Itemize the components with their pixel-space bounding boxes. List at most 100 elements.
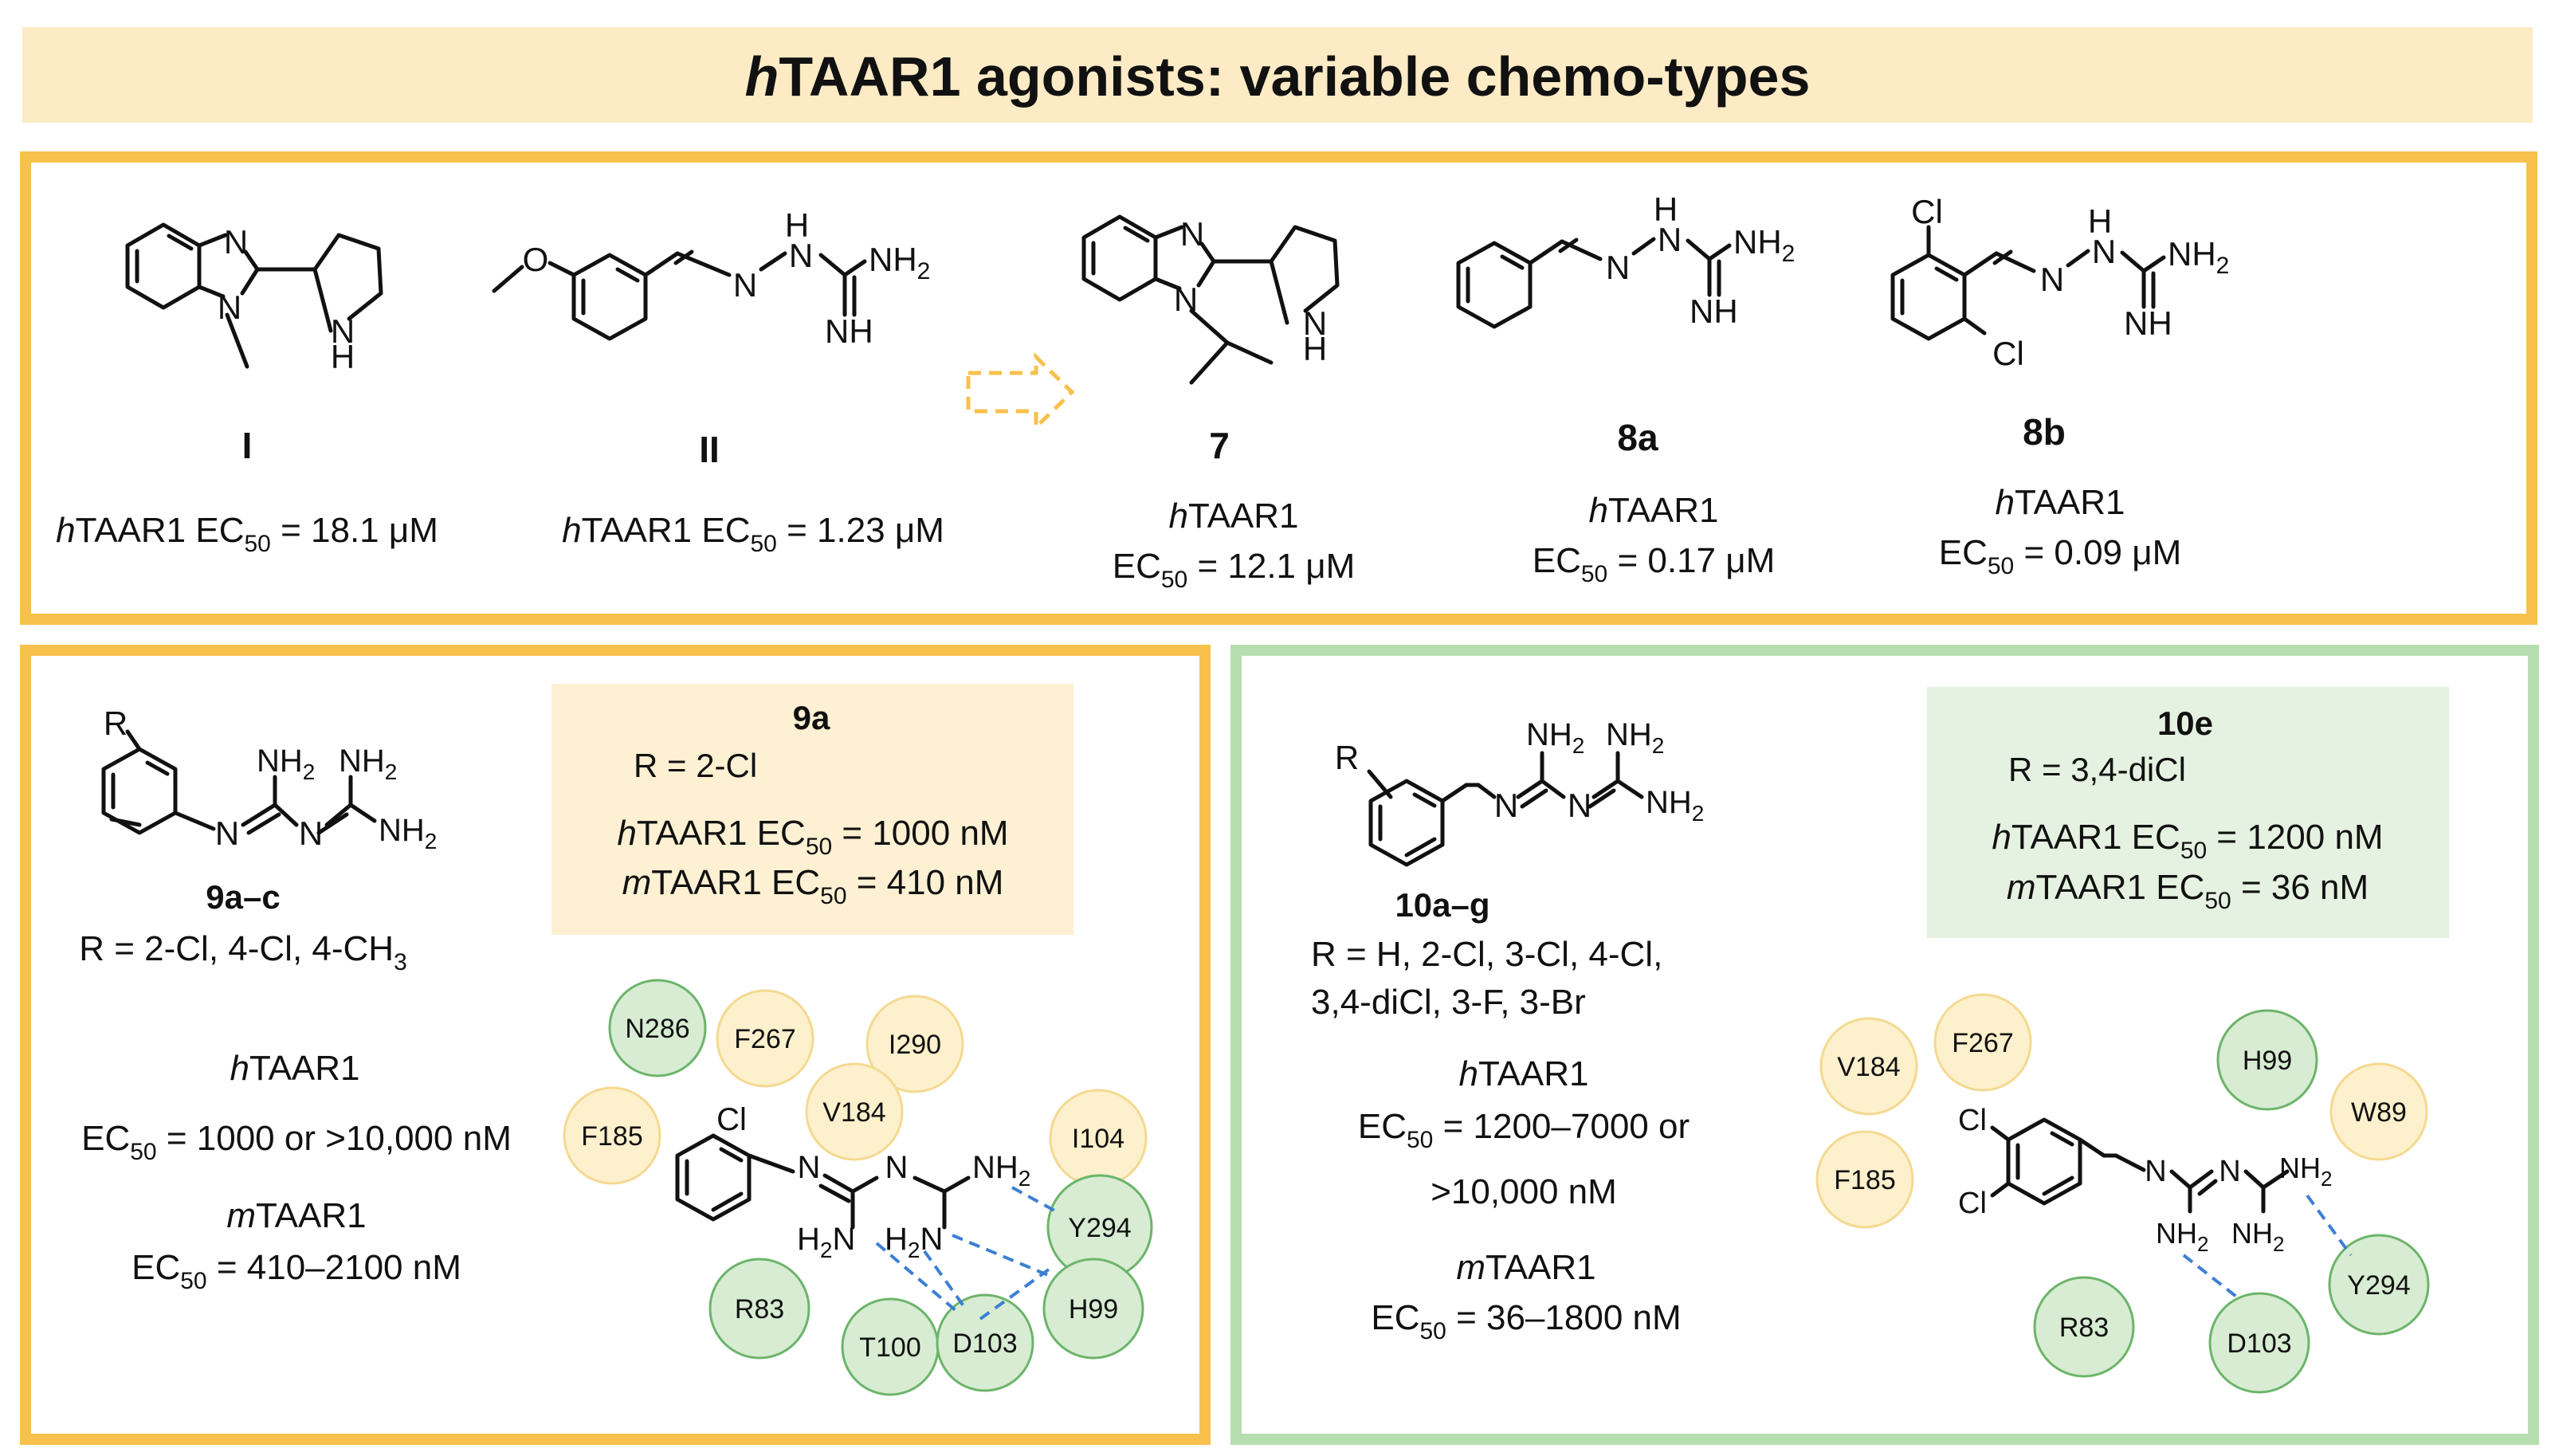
- atom-NH2: NH2: [379, 813, 437, 854]
- series-9-h-head: hTAAR1: [230, 1049, 359, 1088]
- note-box-9a: [551, 684, 1073, 935]
- structure-compound-7: [1081, 214, 1340, 385]
- atom-N: N: [1174, 281, 1198, 318]
- atom-H2N: H2N: [797, 1222, 855, 1262]
- residue-label: Y294: [1068, 1213, 1131, 1243]
- series-10-m-head: mTAAR1: [1456, 1248, 1595, 1287]
- residue-circle: [2216, 1009, 2318, 1111]
- atom-NH2: NH2: [257, 744, 315, 784]
- residue-label: F267: [734, 1024, 796, 1054]
- series-9-m-head: mTAAR1: [226, 1196, 366, 1235]
- atom-H: H: [1654, 190, 1678, 228]
- atom-N: N: [1568, 787, 1591, 824]
- right-panel-border: [1230, 645, 2539, 1445]
- residue-circle: [563, 1086, 661, 1185]
- residue-label: R83: [2059, 1313, 2109, 1343]
- residue-circle: [2329, 1062, 2428, 1161]
- residue-label: D103: [952, 1328, 1017, 1359]
- page-title: hTAAR1 agonists: variable chemo-types: [745, 45, 1811, 108]
- atom-N: N: [2092, 233, 2116, 270]
- residue-label: I104: [1072, 1124, 1124, 1154]
- atom-N: N: [2145, 1155, 2166, 1188]
- residue-circle: [708, 1258, 810, 1360]
- arrow-icon: [966, 352, 1075, 432]
- series-9-h-value: EC50 = 1000 or >10,000 nM: [81, 1119, 512, 1165]
- structure-compound-8b: [1890, 225, 2166, 341]
- compound-7-activity-line1: hTAAR1: [1168, 496, 1298, 536]
- title-banner: [22, 27, 2533, 123]
- atom-Cl: Cl: [716, 1102, 747, 1137]
- structure-series-9: [101, 729, 377, 835]
- residue-circle: [1815, 1130, 1914, 1229]
- series-10-h-value: EC50 = 1200–7000 or: [1358, 1107, 1690, 1153]
- residue-label: D103: [2227, 1328, 2291, 1359]
- atom-NH: NH: [2124, 304, 2172, 342]
- atom-NH2: NH2: [2156, 1217, 2208, 1256]
- compound-8a-activity-line2: EC50 = 0.17 μM: [1533, 541, 1776, 587]
- residue-label: V184: [1837, 1052, 1900, 1082]
- compound-label-8b: 8b: [2023, 411, 2066, 453]
- atom-N: N: [1606, 249, 1630, 286]
- atom-NH2: NH2: [1526, 717, 1584, 758]
- residue-label: F185: [581, 1121, 643, 1152]
- note-box-10e: [1927, 687, 2449, 938]
- residue-circle: [1933, 993, 2032, 1092]
- compound-8b-activity-line1: hTAAR1: [1995, 483, 2125, 522]
- atom-R: R: [1335, 739, 1359, 776]
- atom-N: N: [1303, 304, 1327, 342]
- atom-N: N: [218, 288, 241, 326]
- atom-NH2: NH2: [869, 241, 930, 285]
- atom-N: N: [215, 814, 239, 852]
- residue-label: I290: [889, 1030, 941, 1060]
- atom-NH2: NH2: [2279, 1152, 2332, 1191]
- note-10e-m: mTAAR1 EC50 = 36 nM: [2007, 868, 2369, 914]
- series-10-m-value: EC50 = 36–1800 nM: [1371, 1298, 1681, 1344]
- residue-label: N286: [625, 1014, 689, 1044]
- atom-H: H: [331, 338, 355, 375]
- atom-N: N: [798, 1150, 821, 1185]
- atom-N: N: [1180, 215, 1204, 253]
- atom-H: H: [2088, 202, 2112, 240]
- atom-Cl: Cl: [1992, 335, 2024, 372]
- docking-map-10e: [1815, 993, 2430, 1394]
- atom-H2N: H2N: [885, 1222, 943, 1262]
- atom-Cl: Cl: [1911, 193, 1943, 230]
- atom-H: H: [1303, 330, 1327, 367]
- residue-circle: [2328, 1234, 2430, 1336]
- atom-N: N: [1658, 221, 1682, 258]
- left-panel-border: [20, 645, 1211, 1445]
- atom-R: R: [104, 704, 128, 742]
- residue-circle: [2033, 1276, 2135, 1378]
- series-label-10: 10a–g: [1395, 886, 1489, 924]
- atom-N: N: [885, 1150, 909, 1185]
- atom-N: N: [1494, 787, 1518, 824]
- series-10-h-head: hTAAR1: [1458, 1054, 1588, 1093]
- residue-label: H99: [1069, 1294, 1118, 1325]
- residue-circle: [936, 1293, 1034, 1392]
- compound-II-activity: hTAAR1 EC50 = 1.23 μM: [562, 511, 944, 557]
- residue-circle: [716, 989, 814, 1088]
- residue-label: F267: [1952, 1028, 2014, 1058]
- residue-label: T100: [859, 1332, 921, 1363]
- series-9-m-value: EC50 = 410–2100 nM: [131, 1248, 461, 1294]
- docking-map-9a: [563, 979, 1153, 1396]
- compound-7-activity-line2: EC50 = 12.1 μM: [1113, 547, 1356, 593]
- top-panel-border: [20, 151, 2537, 625]
- atom-NH2: NH2: [972, 1150, 1030, 1191]
- note-9a-id: 9a: [793, 699, 830, 736]
- residue-circle: [608, 979, 707, 1077]
- atom-NH2: NH2: [1733, 223, 1795, 267]
- residue-label: R83: [735, 1294, 784, 1325]
- atom-N: N: [2219, 1155, 2240, 1188]
- atom-N: N: [789, 237, 813, 274]
- hbonds-9a: [875, 1186, 1057, 1321]
- atom-N: N: [2040, 261, 2064, 298]
- series-10-r-line1: R = H, 2-Cl, 3-Cl, 4-Cl,: [1311, 935, 1662, 974]
- residue-circle: [2208, 1292, 2310, 1394]
- atom-NH2: NH2: [1606, 717, 1664, 758]
- series-10-h-value2: >10,000 nM: [1431, 1172, 1617, 1211]
- structure-compound-II: [492, 249, 867, 341]
- series-label-9: 9a–c: [206, 878, 280, 916]
- atom-NH2: NH2: [2168, 235, 2229, 279]
